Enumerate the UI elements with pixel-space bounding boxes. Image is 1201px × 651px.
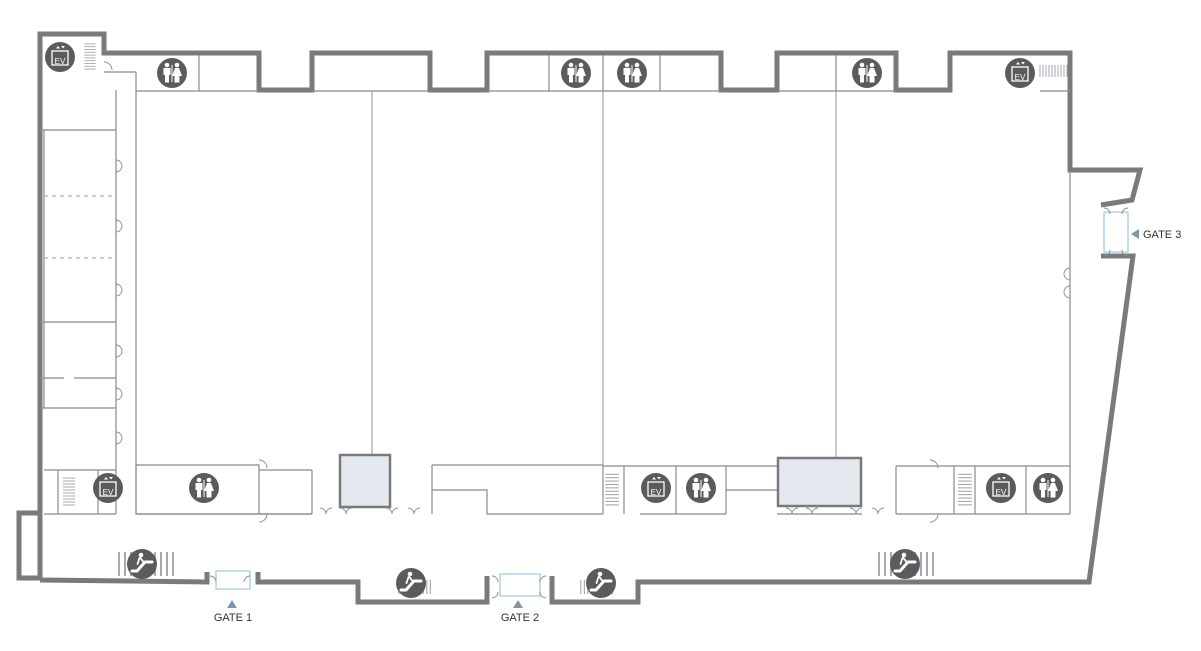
escalator-icon[interactable] — [127, 549, 157, 579]
interior-walls — [40, 55, 1071, 515]
gate-doors — [209, 207, 1129, 599]
building-outline — [16, 31, 1144, 605]
elevator-icon[interactable]: EV — [45, 42, 75, 72]
elevator-icon[interactable]: EV — [986, 473, 1016, 503]
core-block-right — [776, 456, 863, 508]
restroom-icon[interactable] — [1033, 473, 1063, 503]
gate-arrow-up-icon — [227, 600, 237, 608]
gate-2-marker[interactable]: GATE 2 — [501, 600, 539, 624]
restroom-icon[interactable] — [852, 58, 882, 88]
escalator-icon[interactable] — [586, 568, 616, 598]
escalator-icon[interactable] — [396, 568, 426, 598]
restroom-icon[interactable] — [686, 473, 716, 503]
core-block-left — [338, 453, 392, 509]
elevator-icon[interactable]: EV — [641, 473, 671, 503]
gate-2-label: GATE 2 — [501, 612, 539, 624]
stairs — [62, 43, 1068, 594]
restroom-icon[interactable] — [561, 58, 591, 88]
door-swings — [103, 61, 1071, 523]
gate-1-label: GATE 1 — [214, 612, 252, 624]
restroom-icon[interactable] — [617, 58, 647, 88]
elevator-icon[interactable]: EV — [1005, 58, 1035, 88]
elevator-icon[interactable]: EV — [93, 473, 123, 503]
gate-arrow-left-icon — [1131, 229, 1139, 239]
elevator-label: EV — [996, 488, 1007, 497]
restroom-icon[interactable] — [157, 58, 187, 88]
elevator-label: EV — [1015, 73, 1026, 82]
gate-1-marker[interactable]: GATE 1 — [214, 600, 252, 624]
elevator-label: EV — [103, 488, 114, 497]
escalator-icon[interactable] — [890, 549, 920, 579]
gate-3-label: GATE 3 — [1143, 229, 1181, 241]
elevator-label: EV — [651, 488, 662, 497]
restroom-icon[interactable] — [189, 473, 219, 503]
elevator-label: EV — [55, 57, 66, 66]
gate-3-marker[interactable]: GATE 3 — [1131, 229, 1181, 241]
gate-arrow-up-icon — [513, 600, 523, 608]
